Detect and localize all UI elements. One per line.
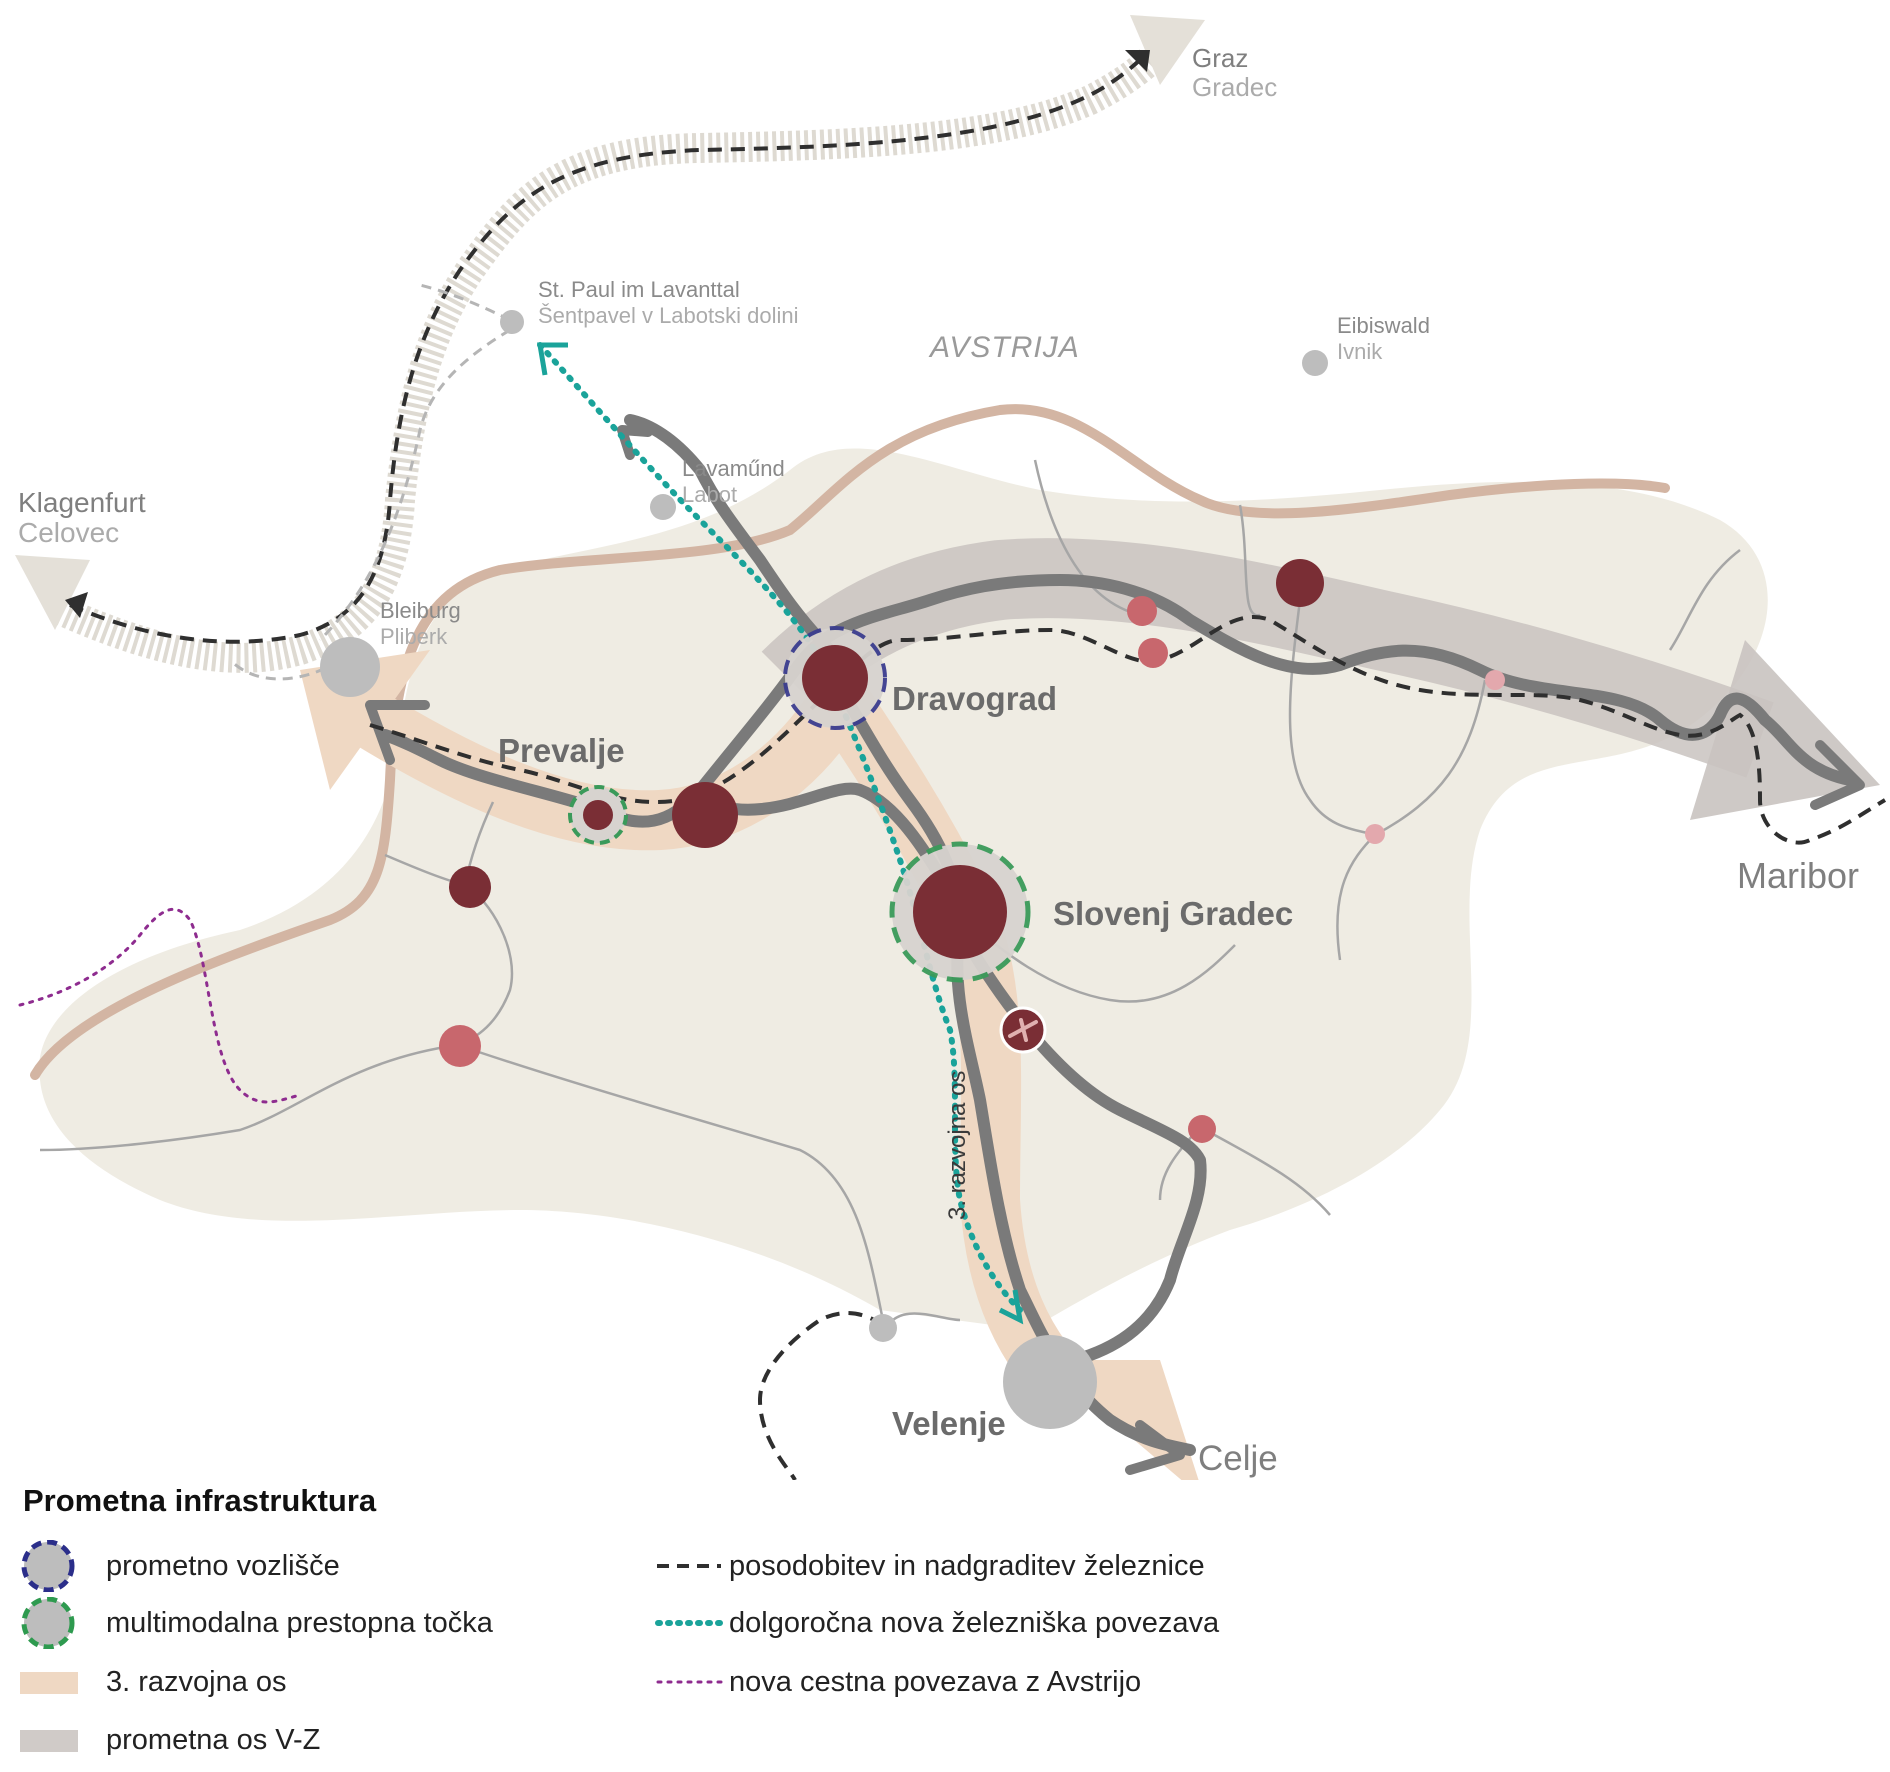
legend-label-axis-vz: prometna os V-Z [106,1723,321,1756]
klagenfurt-rail-arrow [65,592,88,618]
label-graz: Graz [1192,43,1248,73]
new-road-austria [18,907,302,1104]
austria-corridor [53,49,1161,673]
legend-item-axis3: 3. razvojna os [20,1656,287,1708]
label-gradec: Gradec [1192,72,1277,102]
label-pliberk: Pliberk [380,624,448,649]
multimodal-point-icon [21,1597,75,1649]
legend-label-new-road: nova cestna povezava z Avstrijo [729,1665,1142,1698]
legend-label-new-rail: dolgoročna nova železniška povezava [729,1606,1220,1639]
legend-title: Prometna infrastruktura [23,1483,377,1518]
country-label: AVSTRIJA [928,331,1080,364]
node-minor-3 [439,1025,481,1067]
graz-arrowhead [1130,15,1205,85]
label-slovenj-gradec: Slovenj Gradec [1053,895,1293,932]
new-rail-longterm [537,342,1023,1313]
legend-item-new-rail: dolgoročna nova železniška povezava [655,1597,1219,1649]
dashed-rail-icon [657,1564,721,1568]
node-velenje [1003,1335,1097,1429]
node-eibiswald [1302,350,1328,376]
label-dravograd: Dravograd [892,680,1057,717]
label-ivnik: Ivnik [1337,339,1383,364]
dotted-teal-icon [655,1620,723,1626]
node-hub-icon [21,1540,75,1592]
label-celovec: Celovec [18,517,119,548]
label-velenje: Velenje [892,1405,1006,1442]
legend-item-new-road: nova cestna povezava z Avstrijo [655,1656,1141,1708]
airport-icon [999,1006,1047,1054]
graz-rail-arrow [1125,50,1150,72]
label-eibiswald: Eibiswald [1337,313,1430,338]
legend-label-multimodal: multimodalna prestopna točka [106,1606,493,1639]
axis3-swatch-icon [20,1672,78,1694]
node-st-paul [500,310,524,334]
austria-link-dashed [228,283,511,681]
node-ravne [672,782,738,848]
legend-item-rail-upgrade: posodobitev in nadgraditev železnice [655,1540,1205,1592]
node-slovenj-gradec [913,865,1007,959]
node-minor-6 [1365,824,1385,844]
legend-item-multimodal: multimodalna prestopna točka [20,1597,493,1649]
klagenfurt-arrowhead [15,555,90,630]
dotted-purple-icon [656,1680,723,1684]
node-dravograd [802,645,868,711]
new-rail-arrow-north [537,342,568,376]
legend-item-hub: prometno vozlišče [20,1540,340,1592]
label-celje: Celje [1198,1439,1278,1478]
node-crna [449,866,491,908]
austria-rail [69,53,1147,644]
node-west-velenje [869,1314,897,1342]
label-klagenfurt: Klagenfurt [18,487,146,518]
legend-label-rail-upgrade: posodobitev in nadgraditev železnice [729,1549,1205,1582]
label-st-paul: St. Paul im Lavanttal [538,277,740,302]
legend-label-axis3: 3. razvojna os [106,1665,287,1698]
node-prevalje [583,800,613,830]
label-maribor: Maribor [1737,855,1859,896]
node-bleiburg [320,637,380,697]
node-muta [1276,559,1324,607]
national-border [30,404,1670,1080]
label-lavamund: Lavaműnd [682,456,785,481]
legend-item-axis-vz: prometna os V-Z [20,1714,320,1766]
legend: Prometna infrastruktura prometno vozlišč… [20,1475,1880,1765]
label-sentpavel: Šentpavel v Labotski dolini [538,303,799,328]
label-labot: Labot [682,482,737,507]
axis-vz-swatch-icon [20,1730,78,1752]
node-lavamund [650,494,676,520]
node-minor-5 [1485,670,1505,690]
new-rail-arrow-south [998,1289,1024,1325]
legend-label-hub: prometno vozlišče [106,1549,340,1582]
axis3-label: 3. razvojna os [944,1071,971,1220]
label-bleiburg: Bleiburg [380,598,461,623]
node-minor-2 [1138,638,1168,668]
label-prevalje: Prevalje [498,732,625,769]
node-minor-4 [1188,1115,1216,1143]
node-minor-1 [1127,596,1157,626]
map-canvas: 3. razvojna os AVSTRIJA Dravograd Preval… [15,15,1887,1480]
